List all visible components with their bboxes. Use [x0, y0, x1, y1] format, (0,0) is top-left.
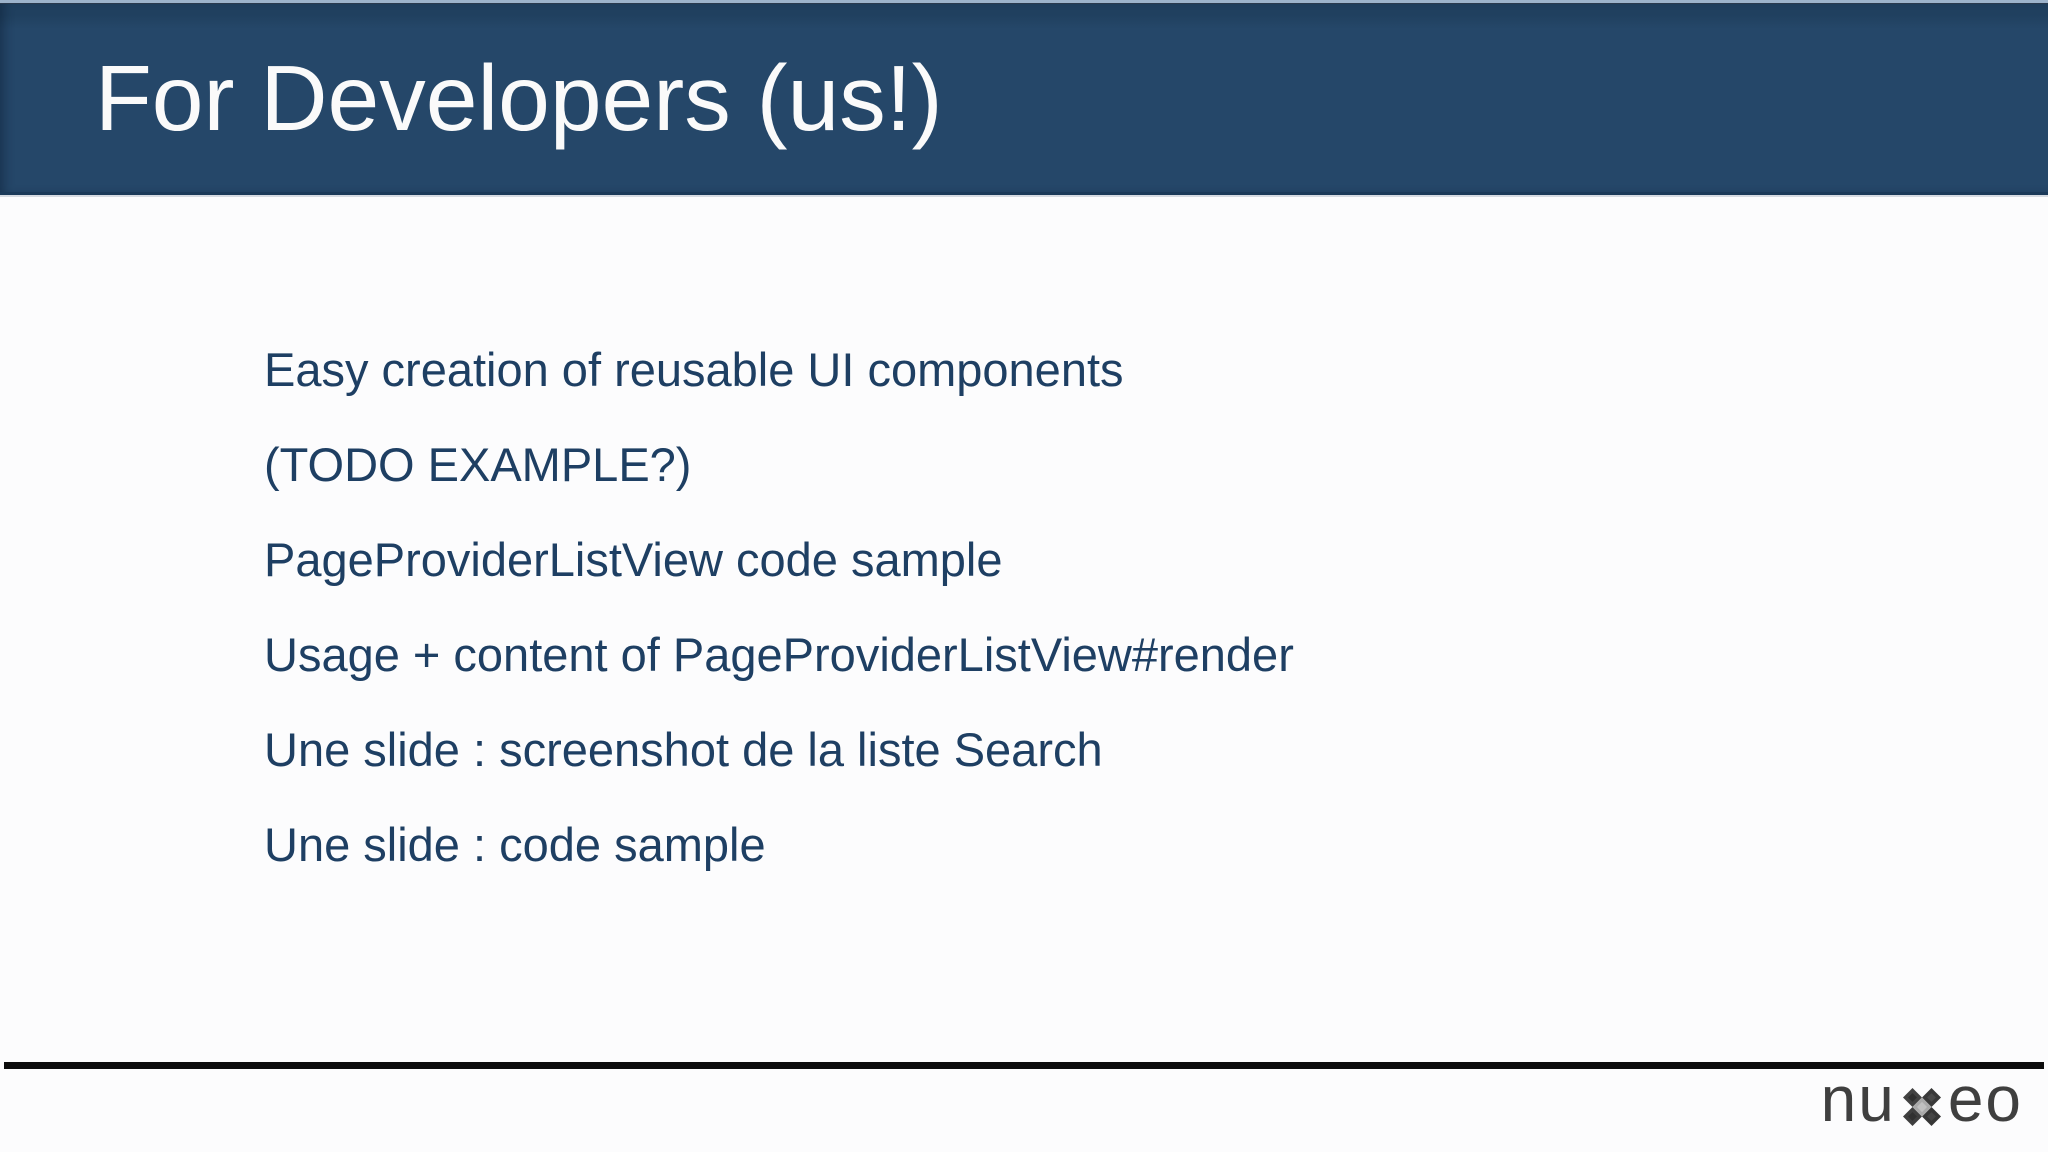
body-line: Usage + content of PageProviderListView#…	[264, 628, 1294, 681]
body-line: Easy creation of reusable UI components	[264, 343, 1124, 396]
logo-text-eo: eo	[1947, 1063, 2023, 1135]
body-line: PageProviderListView code sample	[264, 533, 1003, 586]
slide-body: Easy creation of reusable UI components …	[264, 322, 1764, 892]
slide-header: For Developers (us!)	[0, 0, 2048, 195]
nuxeo-logo: nu eo	[1821, 1062, 2023, 1136]
body-line: Une slide : code sample	[264, 818, 766, 871]
logo-text-nu: nu	[1820, 1063, 1896, 1135]
body-line: (TODO EXAMPLE?)	[264, 438, 692, 491]
footer-divider	[4, 1062, 2044, 1069]
nuxeo-x-icon	[1902, 1088, 1941, 1126]
body-line: Une slide : screenshot de la liste Searc…	[264, 723, 1103, 776]
slide-title: For Developers (us!)	[95, 46, 943, 150]
